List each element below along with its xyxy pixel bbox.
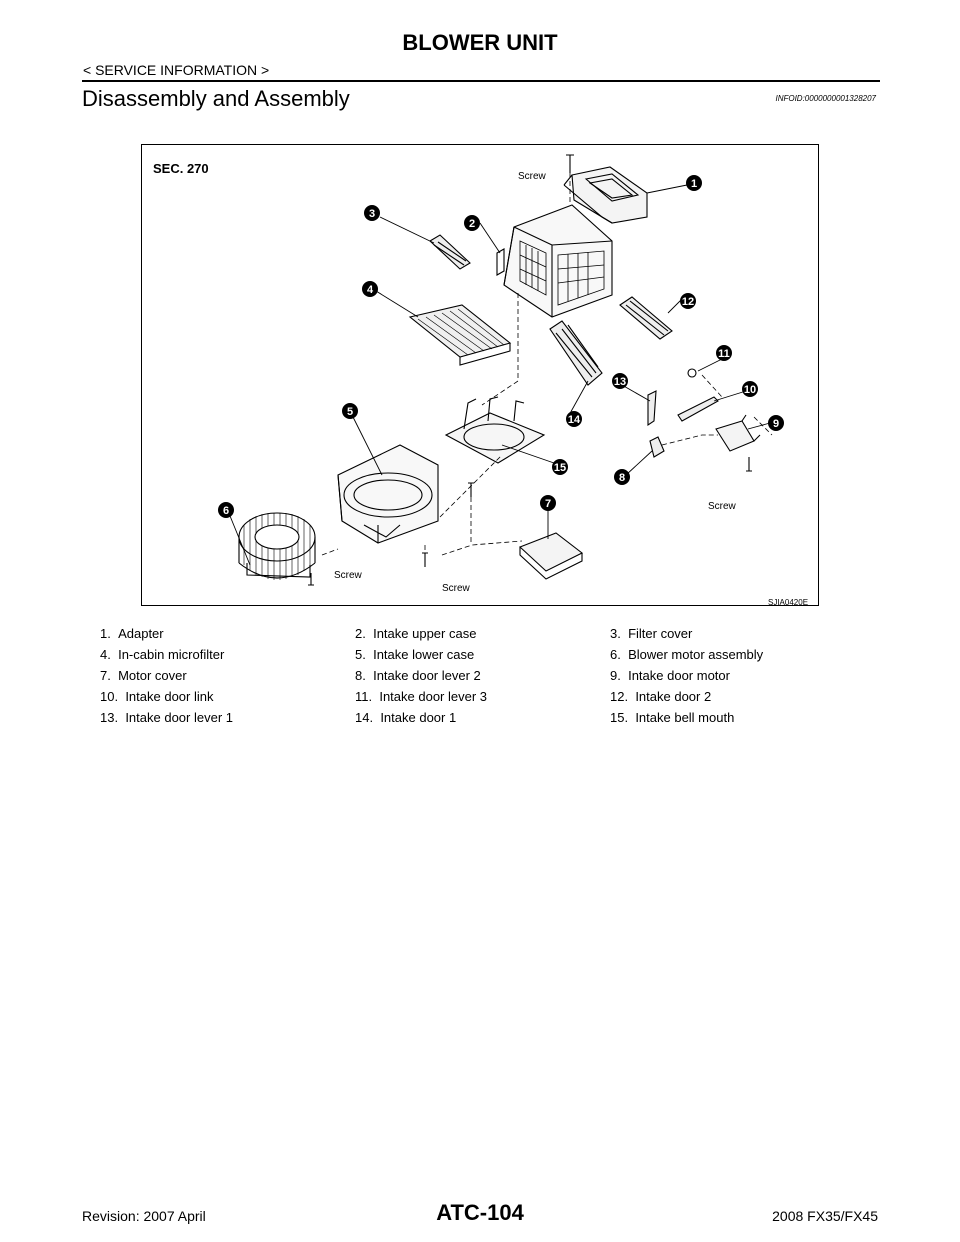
callout-4: 4 [362, 281, 378, 297]
svg-text:10: 10 [744, 384, 756, 396]
svg-text:4: 4 [367, 284, 374, 296]
header-rule [82, 80, 880, 82]
callout-5: 5 [342, 403, 358, 419]
callout-12: 12 [680, 293, 696, 309]
screw-label-bottom: Screw [442, 583, 471, 594]
footer-revision: Revision: 2007 April [82, 1208, 206, 1224]
svg-text:12: 12 [682, 296, 694, 308]
svg-text:3: 3 [369, 208, 375, 220]
svg-text:15: 15 [554, 462, 566, 474]
breadcrumb: < SERVICE INFORMATION > [83, 62, 270, 78]
legend-item: 11. Intake door lever 3 [355, 689, 488, 704]
svg-text:8: 8 [619, 472, 625, 484]
legend-item: 12. Intake door 2 [610, 689, 712, 704]
callout-13: 13 [612, 373, 628, 389]
page-number: ATC-104 [436, 1200, 524, 1225]
page-title: BLOWER UNIT [402, 30, 558, 55]
legend-item: 6. Blower motor assembly [610, 647, 764, 662]
callout-8: 8 [614, 469, 630, 485]
screw-label-right: Screw [708, 501, 737, 512]
legend-item: 4. In-cabin microfilter [100, 647, 225, 662]
legend-item: 7. Motor cover [100, 668, 187, 683]
svg-text:11: 11 [718, 348, 730, 360]
callout-2: 2 [464, 215, 480, 231]
legend-item: 5. Intake lower case [355, 647, 475, 662]
info-id: INFOID:0000000001328207 [775, 94, 876, 103]
section-heading: Disassembly and Assembly [82, 86, 350, 111]
svg-text:13: 13 [614, 376, 626, 388]
screw-label-top: Screw [518, 171, 547, 182]
legend-item: 3. Filter cover [610, 626, 693, 641]
sec-label: SEC. 270 [153, 161, 209, 176]
svg-text:9: 9 [773, 418, 779, 430]
diagram-illustration: 1 2 3 4 5 6 7 8 9 10 11 12 13 14 15 SEC.… [153, 154, 808, 607]
callout-1: 1 [686, 175, 702, 191]
callout-11: 11 [716, 345, 732, 361]
screw-label-left: Screw [334, 570, 363, 581]
callout-7: 7 [540, 495, 556, 511]
callout-14: 14 [566, 411, 582, 427]
legend-item: 1. Adapter [100, 626, 164, 641]
legend-item: 2. Intake upper case [355, 626, 477, 641]
svg-text:14: 14 [568, 414, 581, 426]
legend-item: 15. Intake bell mouth [610, 710, 735, 725]
svg-text:6: 6 [223, 505, 229, 517]
legend-item: 9. Intake door motor [610, 668, 730, 683]
legend-item: 10. Intake door link [100, 689, 214, 704]
footer-model: 2008 FX35/FX45 [772, 1208, 878, 1224]
callout-6: 6 [218, 502, 234, 518]
svg-text:1: 1 [691, 178, 697, 190]
legend-item: 13. Intake door lever 1 [100, 710, 233, 725]
legend-item: 8. Intake door lever 2 [355, 668, 481, 683]
exploded-diagram: 1 2 3 4 5 6 7 8 9 10 11 12 13 14 15 SEC.… [141, 144, 819, 607]
callout-15: 15 [552, 459, 568, 475]
callout-10: 10 [742, 381, 758, 397]
callout-9: 9 [768, 415, 784, 431]
svg-text:2: 2 [469, 218, 475, 230]
legend-item: 14. Intake door 1 [355, 710, 457, 725]
svg-text:5: 5 [347, 406, 353, 418]
svg-text:7: 7 [545, 498, 551, 510]
callout-3: 3 [364, 205, 380, 221]
figure-code: SJIA0420E [768, 598, 808, 607]
